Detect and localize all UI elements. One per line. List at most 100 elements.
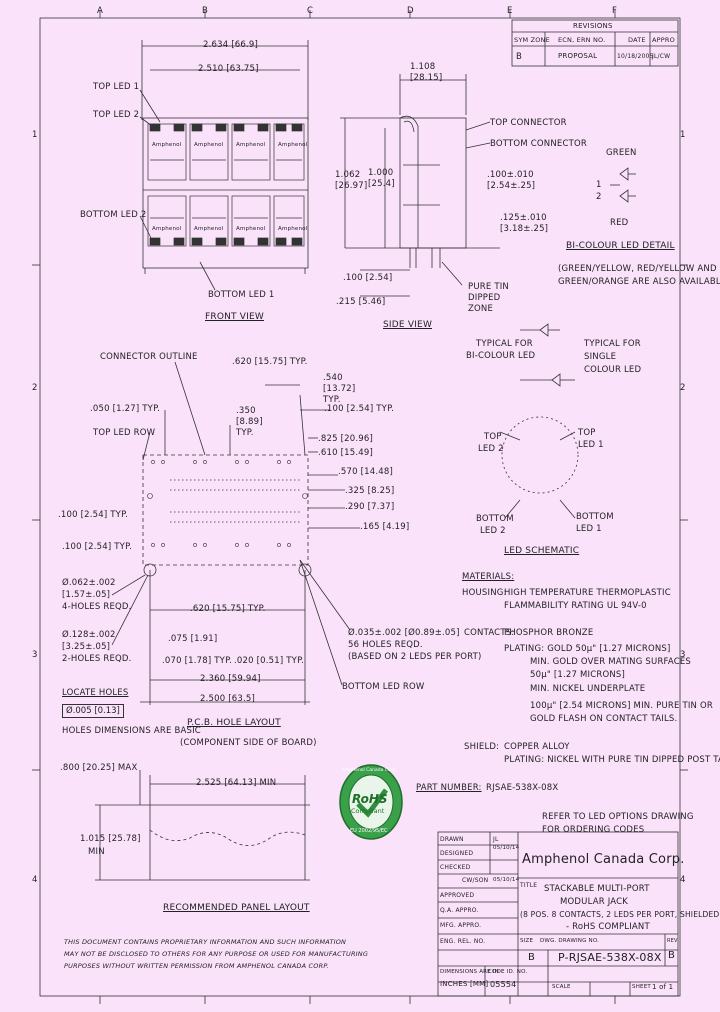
contacts-line4: 50µ" [1.27 MICRONS]: [530, 670, 626, 680]
panel-d1015-line2: MIN: [88, 847, 105, 857]
pcb-top-led-row: TOP LED ROW: [93, 428, 156, 438]
pcb-d2360: 2.360 [59.94]: [200, 674, 261, 684]
pcb-d050: .050 [1.27] TYP.: [90, 404, 160, 414]
side-dim-h2: 1.000 [25.4]: [368, 168, 395, 189]
part-number-note-1: REFER TO LED OPTIONS DRAWING: [542, 812, 694, 822]
pcb-d610: .610 [15.49]: [318, 448, 373, 458]
port-brand-1: Amphenol: [152, 142, 182, 148]
side-pure-tin: PURE TIN DIPPED ZONE: [468, 282, 509, 314]
front-view-caption: FRONT VIEW: [205, 312, 265, 322]
rohs-stamp-graphic: [339, 764, 403, 840]
side-dim-c: .100 [2.54]: [343, 273, 393, 283]
border-col-f: F: [612, 6, 618, 16]
part-number-value: RJSAE-538X-08X: [486, 783, 559, 793]
tb-drawn-date: 05/10/14: [493, 845, 520, 851]
panel-d1015-line1: 1.015 [25.78]: [80, 834, 141, 844]
border-row-4-right: 4: [680, 875, 686, 885]
contacts-line2: PLATING: GOLD 50µ" [1.27 MICRONS]: [504, 644, 671, 654]
pcb-d540: .540 [13.72] TYP.: [323, 373, 356, 405]
rev-header-date: DATE: [628, 36, 646, 44]
tb-drawn-label: DRAWN: [440, 836, 464, 843]
panel-d800: .800 [20.25] MAX: [60, 763, 138, 773]
rev-row-appro: JL/CW: [652, 53, 671, 60]
bicolour-pin-2: 2: [596, 192, 602, 202]
pcb-hole3-line2: 56 HOLES REQD.: [348, 640, 423, 650]
pcb-d075: .075 [1.91]: [168, 634, 218, 644]
front-bottom-led-1: BOTTOM LED 1: [208, 290, 275, 300]
led-schematic-caption: LED SCHEMATIC: [504, 546, 580, 556]
shield-line2: PLATING: NICKEL WITH PURE TIN DIPPED POS…: [504, 755, 720, 765]
panel-d2525: 2.525 [64.13] MIN: [196, 778, 277, 788]
led-typical-single-3: COLOUR LED: [584, 365, 642, 375]
pcb-d570: .570 [14.48]: [338, 467, 393, 477]
tb-qa-label: Q.A. APPRO.: [440, 907, 479, 914]
side-dim-b: .125±.010 [3.18±.25]: [500, 213, 549, 234]
rev-header-appro: APPRO: [652, 36, 675, 44]
pcb-tolerance: Ø.005 [0.13]: [66, 706, 120, 716]
revisions-title: REVISIONS: [573, 22, 613, 30]
border-row-3-right: 3: [680, 650, 686, 660]
pcb-hole1-line1: Ø.062±.002: [62, 578, 116, 588]
tb-code-value: 05554: [490, 980, 517, 989]
tb-checked-label: CHECKED: [440, 864, 471, 871]
pcb-d100a: .100 [2.54] TYP.: [324, 404, 394, 414]
tb-drawn-by: JL: [493, 836, 499, 843]
pcb-d100c: .100 [2.54] TYP.: [62, 542, 132, 552]
led-typical-single-2: SINGLE: [584, 352, 617, 362]
port-brand-7: Amphenol: [236, 226, 266, 232]
pcb-hole2-line3: 2-HOLES REQD.: [62, 654, 132, 664]
pcb-caption: P.C.B. HOLE LAYOUT: [187, 718, 281, 728]
shield-line1: COPPER ALLOY: [504, 742, 570, 752]
pcb-d165: .165 [4.19]: [360, 522, 410, 532]
pcb-d290: .290 [7.37]: [345, 502, 395, 512]
bicolour-caption: BI-COLOUR LED DETAIL: [566, 241, 675, 251]
bicolour-green: GREEN: [606, 148, 637, 158]
front-bottom-led-2: BOTTOM LED 2: [80, 210, 147, 220]
tb-rev-label: REV: [667, 938, 678, 944]
tb-ecn-label: ENG. REL. NO.: [440, 938, 486, 945]
tb-sheet-value: 1 of 1: [652, 983, 674, 991]
led-bottom-2-line1: BOTTOM: [476, 514, 514, 524]
pcb-hole2-line1: Ø.128±.002: [62, 630, 116, 640]
border-col-c: C: [307, 6, 314, 16]
border-col-e: E: [507, 6, 513, 16]
tb-dims-label: DIMENSIONS ARE IN: [440, 969, 499, 975]
housing-label: HOUSING:: [462, 588, 507, 598]
front-top-led-1: TOP LED 1: [93, 82, 140, 92]
side-dim-depth: 1.108 [28.15]: [410, 62, 443, 83]
tb-checked-by: CW/SON: [462, 877, 489, 884]
led-top-1-line1: TOP: [578, 428, 596, 438]
part-number-label: PART NUMBER:: [416, 783, 482, 793]
bicolour-pin-1: 1: [596, 180, 602, 190]
rohs-stamp-text: RoHS: [352, 792, 388, 806]
rev-header-ecn: ECN, ERN NO.: [558, 36, 606, 44]
contacts-line5: MIN. NICKEL UNDERPLATE: [530, 684, 646, 694]
pcb-d350: .350 [8.89] TYP.: [236, 406, 263, 438]
rev-row-ecn: PROPOSAL: [558, 52, 598, 60]
pcb-bottom-led-row: BOTTOM LED ROW: [342, 682, 425, 692]
contacts-line3: MIN. GOLD OVER MATING SURFACES: [530, 657, 692, 667]
contacts-label: CONTACTS:: [464, 628, 515, 638]
port-brand-5: Amphenol: [152, 226, 182, 232]
bicolour-note-2: GREEN/ORANGE ARE ALSO AVAILABLE): [558, 277, 720, 287]
led-bottom-1-line2: LED 1: [576, 524, 602, 534]
side-view-caption: SIDE VIEW: [383, 320, 433, 330]
tb-dims-value: INCHES [MM]: [440, 980, 489, 988]
pcb-hole1-line2: [1.57±.05]: [62, 590, 111, 600]
side-dim-d: .215 [5.46]: [336, 297, 386, 307]
tb-approved-label: APPROVED: [440, 892, 475, 899]
border-row-3: 3: [32, 650, 38, 660]
pcb-d020: .020 [0.51] TYP.: [234, 656, 304, 666]
pcb-locate-holes: LOCATE HOLES: [62, 688, 129, 698]
led-bottom-1-line1: BOTTOM: [576, 512, 614, 522]
rohs-stamp-ring-top: Amphenol Canada Corp.: [342, 768, 397, 773]
led-top-2-line2: LED 2: [478, 444, 504, 454]
border-row-2-right: 2: [680, 383, 686, 393]
tb-dwg-label: DWG. DRAWING NO.: [540, 938, 600, 944]
bicolour-red: RED: [610, 218, 629, 228]
front-dim-overall: 2.634 [66.9]: [203, 40, 258, 50]
tb-size-value: B: [528, 952, 536, 963]
side-dim-a: .100±.010 [2.54±.25]: [487, 170, 536, 191]
side-top-connector: TOP CONNECTOR: [490, 118, 567, 128]
